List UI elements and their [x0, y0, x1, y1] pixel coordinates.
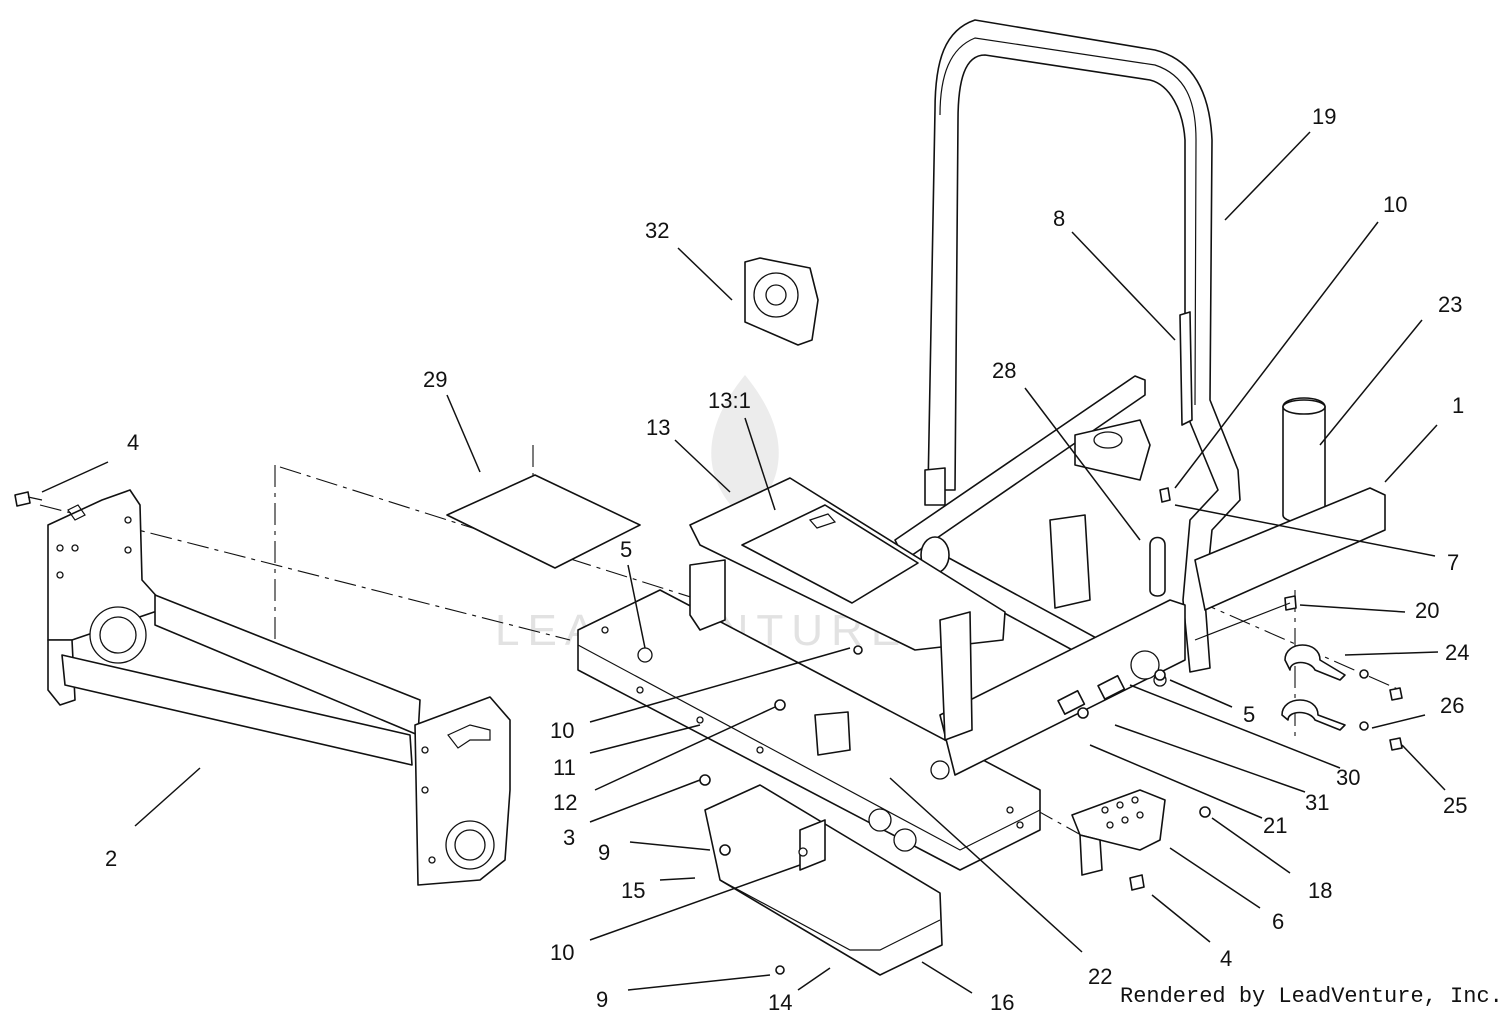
callout-9: 9	[598, 840, 610, 865]
callout-13: 13	[646, 415, 670, 440]
caster-shield	[744, 257, 819, 346]
callout-18: 18	[1308, 878, 1332, 903]
callout-10-tray: 10	[550, 940, 574, 965]
callout-9-tray: 9	[596, 987, 608, 1012]
callout-15: 15	[621, 878, 645, 903]
callout-30: 30	[1336, 765, 1360, 790]
seat-decal	[741, 504, 919, 604]
callout-23: 23	[1438, 292, 1462, 317]
clamps	[1281, 644, 1346, 731]
watermark-flame-icon	[711, 375, 779, 520]
callout-32: 32	[645, 218, 669, 243]
rear-bracket	[1074, 419, 1151, 481]
callout-10-top: 10	[1383, 192, 1407, 217]
callout-2: 2	[105, 846, 117, 871]
callout-4: 4	[127, 430, 139, 455]
callouts: 4 2 29 32 13 13:1 5 10 11 12 3 9 15 10 9…	[105, 104, 1469, 1015]
callout-14: 14	[768, 990, 792, 1015]
callout-5: 5	[620, 537, 632, 562]
callout-12: 12	[553, 790, 577, 815]
cross-tube	[1194, 487, 1386, 611]
callout-26: 26	[1440, 693, 1464, 718]
decal-29	[446, 474, 641, 569]
callout-3: 3	[563, 825, 575, 850]
callout-6: 6	[1272, 909, 1284, 934]
callout-29: 29	[423, 367, 447, 392]
callout-20: 20	[1415, 598, 1439, 623]
main-frame	[577, 514, 1186, 871]
callout-24: 24	[1445, 640, 1469, 665]
callout-22: 22	[1088, 964, 1112, 989]
callout-1: 1	[1452, 393, 1464, 418]
callout-28: 28	[992, 358, 1016, 383]
callout-13-1: 13:1	[708, 388, 751, 413]
callout-31: 31	[1305, 790, 1329, 815]
leader-lines	[41, 131, 1446, 994]
caster-frame	[47, 489, 511, 886]
bolt-left	[14, 491, 43, 507]
callout-10: 10	[550, 718, 574, 743]
hardware	[699, 487, 1403, 975]
callout-21: 21	[1263, 813, 1287, 838]
hand-grip	[1282, 397, 1326, 524]
callout-7: 7	[1447, 550, 1459, 575]
callout-4-bottom: 4	[1220, 946, 1232, 971]
callout-11: 11	[553, 755, 576, 780]
callout-5-right: 5	[1243, 702, 1255, 727]
foot-plate	[1071, 789, 1166, 876]
callout-16: 16	[990, 990, 1014, 1015]
callout-8: 8	[1053, 206, 1065, 231]
handle-8	[1179, 311, 1193, 426]
callout-25: 25	[1443, 793, 1467, 818]
credit-text: Rendered by LeadVenture, Inc.	[1120, 984, 1500, 1009]
callout-19: 19	[1312, 104, 1336, 129]
